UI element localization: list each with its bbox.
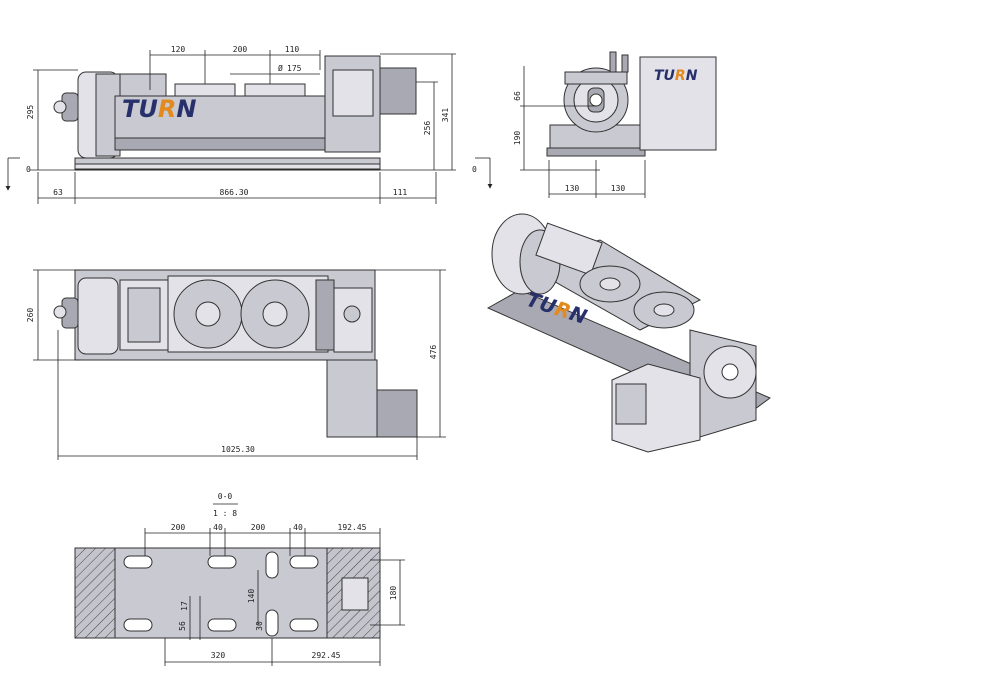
side-height-2: 190 xyxy=(513,131,522,146)
front-section-marker: 0 xyxy=(26,165,31,174)
section-dim-4: 40 xyxy=(293,523,303,532)
section-title: 0-0 xyxy=(218,492,233,501)
section-right-height: 180 xyxy=(389,586,398,601)
top-total-length: 1025.30 xyxy=(221,445,255,454)
section-inner-dim-4: 30 xyxy=(255,621,264,631)
front-bottom-dim-3: 111 xyxy=(393,188,408,197)
logo-mid: R xyxy=(158,95,176,123)
front-bottom-dim-2: 866.30 xyxy=(220,188,249,197)
svg-text:TURN: TURN xyxy=(654,68,698,84)
side-section-marker: 0 xyxy=(472,165,477,174)
iso-view: TURN xyxy=(486,213,771,453)
section-dim-1: 200 xyxy=(171,523,186,532)
front-right-height-1: 256 xyxy=(423,121,432,136)
side-view: TURN 66 190 130 130 0 xyxy=(472,51,717,198)
front-view: TURN 120 200 110 Ø 175 295 256 341 63 86… xyxy=(5,45,456,204)
section-inner-dim-1: 17 xyxy=(180,601,189,611)
section-dim-2: 40 xyxy=(213,523,223,532)
logo-left: TU xyxy=(122,95,158,123)
svg-text:TURN: TURN xyxy=(122,95,196,123)
side-width-2: 130 xyxy=(611,184,626,193)
section-dim-3: 200 xyxy=(251,523,266,532)
logo-right: N xyxy=(176,95,196,123)
front-dim-3: 110 xyxy=(285,45,300,54)
front-diameter: 175 xyxy=(287,64,302,73)
section-scale: 1 : 8 xyxy=(213,509,237,518)
diameter-icon: Ø xyxy=(278,63,283,73)
side-width-1: 130 xyxy=(565,184,580,193)
section-view: 0-0 1 : 8 200 40 200 40 192.45 xyxy=(74,492,405,666)
front-bottom-dim-1: 63 xyxy=(53,188,63,197)
section-inner-dim-3: 140 xyxy=(247,589,256,604)
top-view: 260 476 1025.30 xyxy=(26,269,446,460)
front-left-height: 295 xyxy=(26,105,35,120)
section-bottom-dim-2: 292.45 xyxy=(312,651,341,660)
side-height-1: 66 xyxy=(513,91,522,101)
section-inner-dim-2: 56 xyxy=(178,621,187,631)
top-left-height: 260 xyxy=(26,308,35,323)
front-dim-1: 120 xyxy=(171,45,186,54)
top-right-height: 476 xyxy=(429,345,438,360)
front-dim-2: 200 xyxy=(233,45,248,54)
section-dim-5: 192.45 xyxy=(338,523,367,532)
front-right-height-2: 341 xyxy=(441,108,450,123)
section-bottom-dim-1: 320 xyxy=(211,651,226,660)
